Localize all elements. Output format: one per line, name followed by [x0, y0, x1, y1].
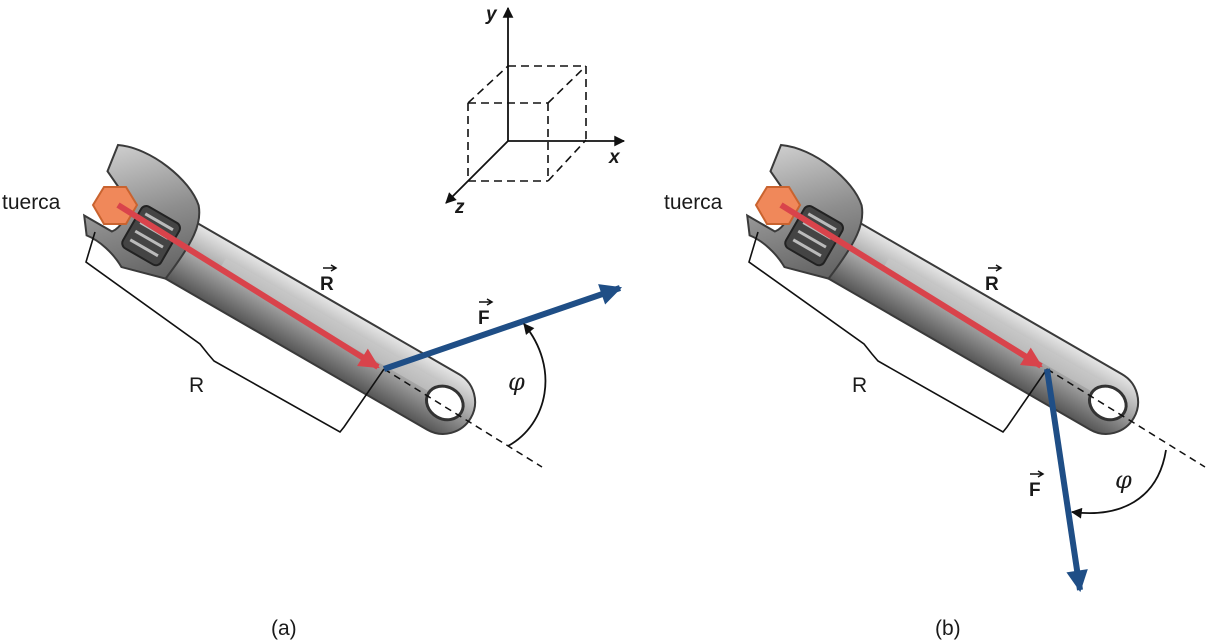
r-vector-label-a: R [320, 264, 338, 295]
wrench-b [727, 137, 1169, 458]
reference-dashed-line-b [1046, 368, 1206, 468]
panel-caption-a: (a) [271, 617, 297, 640]
panel-b: tuerca R F R φ (b) [664, 137, 1206, 640]
reference-dashed-line-a [383, 368, 543, 468]
svg-text:F: F [1029, 480, 1041, 501]
f-vector-label-a: F [478, 298, 494, 329]
angle-arc-b [1070, 449, 1167, 519]
angle-arc-a [507, 323, 547, 447]
f-vector-label-b: F [1029, 470, 1045, 501]
axes-group: y x z [445, 4, 626, 218]
svg-text:F: F [478, 308, 490, 329]
nut-label-b: tuerca [664, 191, 723, 214]
f-vector-arrow-b [1044, 368, 1088, 593]
nut-label-a: tuerca [2, 191, 61, 214]
r-vector-arrow-b [779, 202, 1043, 369]
distance-label-b: R [852, 374, 867, 397]
f-vector-arrow-a [383, 284, 623, 372]
nut-a [91, 186, 139, 225]
r-distance-bracket-a [85, 231, 385, 434]
r-vector-label-b: R [985, 264, 1003, 295]
y-axis-label: y [485, 4, 498, 25]
x-axis-label: x [608, 147, 621, 168]
panel-caption-b: (b) [935, 617, 961, 640]
svg-text:R: R [320, 274, 334, 295]
distance-label-a: R [189, 374, 204, 397]
wrench-a [64, 137, 506, 458]
nut-b [754, 186, 802, 225]
z-axis-label: z [454, 197, 465, 218]
angle-label-a: φ [508, 368, 525, 396]
r-vector-arrow-a [116, 202, 380, 370]
panel-a: tuerca R F R φ (a) [2, 137, 623, 640]
axes-cube [467, 65, 587, 182]
z-axis-line [445, 140, 509, 204]
svg-text:R: R [985, 274, 999, 295]
angle-label-b: φ [1115, 466, 1132, 494]
r-distance-bracket-b [748, 231, 1048, 434]
